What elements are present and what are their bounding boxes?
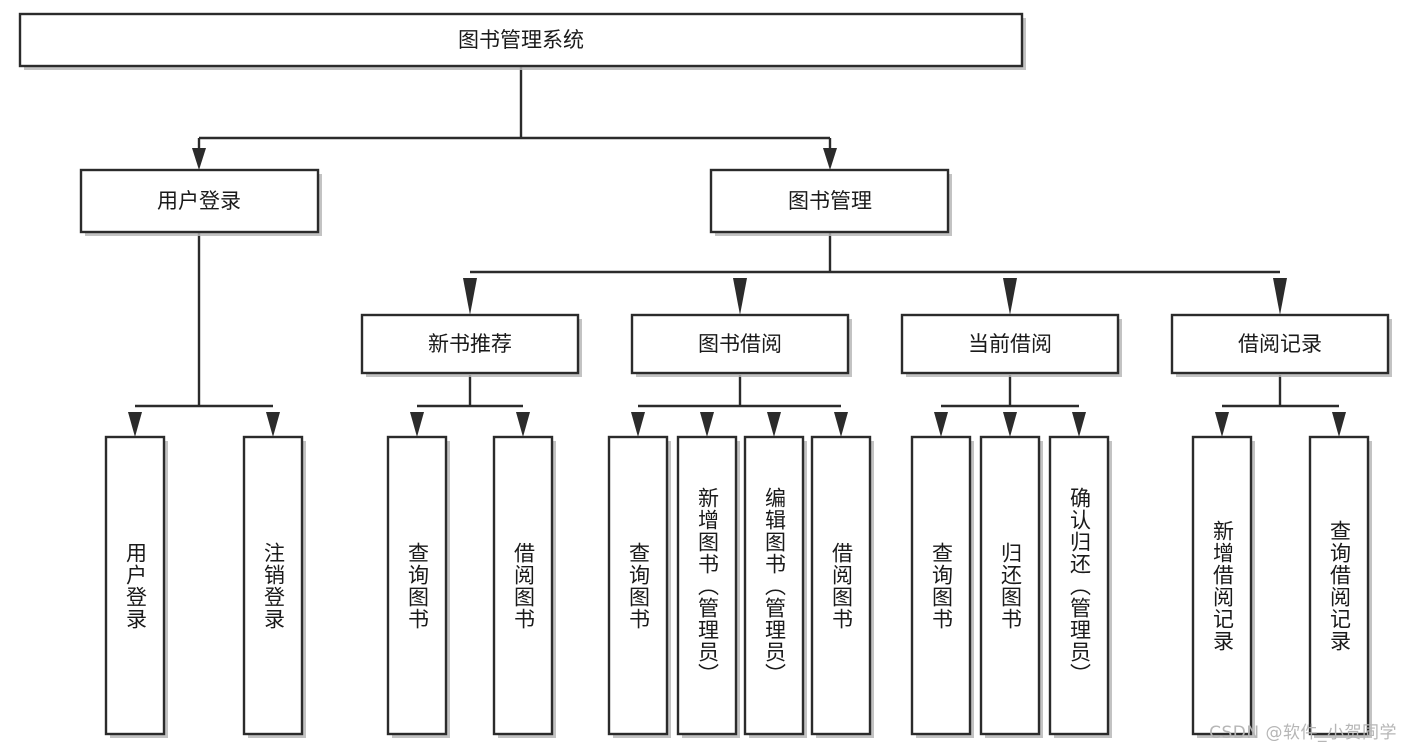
leaf-borrow-book-2-box[interactable] [810, 435, 872, 736]
arrow-book-manage-to-current-borrow [1003, 278, 1017, 315]
node-book-manage-box[interactable] [709, 168, 950, 234]
arrow-root-to-user-login [192, 148, 206, 170]
leaf-query-book-3-box[interactable] [910, 435, 972, 736]
leaf-add-book-box[interactable] [676, 435, 738, 736]
node-user-login-box[interactable] [79, 168, 320, 234]
leaf-query-book-2-box[interactable] [607, 435, 669, 736]
arrow-book-manage-to-borrow-record [1273, 278, 1287, 315]
node-borrow-record-box[interactable] [1170, 313, 1390, 375]
arrow-current-borrow-leaf-3 [1072, 412, 1086, 437]
node-new-book-recommend-label: 新书推荐 [428, 332, 512, 356]
arrow-new-book-leaf-1 [410, 412, 424, 437]
leaf-box-group [104, 435, 1372, 738]
arrow-current-borrow-leaf-2 [1003, 412, 1017, 437]
node-user-login[interactable]: 用户登录 [79, 168, 322, 236]
node-current-borrow-label: 当前借阅 [968, 332, 1052, 356]
arrow-book-borrow-leaf-3 [767, 412, 781, 437]
leaf-borrow-book-1-box[interactable] [492, 435, 554, 736]
arrow-user-login-leaf-1 [128, 412, 142, 437]
leaf-user-logout-box[interactable] [242, 435, 304, 736]
arrow-book-manage-to-new-book [463, 278, 477, 315]
leaf-query-book-1-box[interactable] [386, 435, 448, 736]
node-book-borrow-box[interactable] [630, 313, 850, 375]
leaf-edit-book-box[interactable] [743, 435, 805, 736]
arrow-new-book-leaf-2 [516, 412, 530, 437]
node-book-manage[interactable]: 图书管理 [709, 168, 952, 236]
arrow-user-login-leaf-2 [266, 412, 280, 437]
node-current-borrow[interactable]: 当前借阅 [900, 313, 1122, 377]
node-borrow-record-label: 借阅记录 [1238, 332, 1322, 356]
node-borrow-record[interactable]: 借阅记录 [1170, 313, 1392, 377]
csdn-watermark: CSDN @软件_小贺同学 [1209, 723, 1397, 743]
arrow-book-borrow-leaf-1 [631, 412, 645, 437]
node-user-login-label: 用户登录 [157, 189, 241, 213]
arrow-borrow-record-leaf-2 [1332, 412, 1346, 437]
arrow-current-borrow-leaf-1 [934, 412, 948, 437]
node-book-borrow-label: 图书借阅 [698, 332, 782, 356]
node-root-label: 图书管理系统 [458, 28, 584, 52]
node-root-box[interactable] [18, 12, 1024, 68]
arrow-book-borrow-leaf-2 [700, 412, 714, 437]
leaf-add-record-box[interactable] [1191, 435, 1253, 736]
node-book-manage-label: 图书管理 [788, 189, 872, 213]
connector-group [128, 66, 1346, 437]
leaf-confirm-return-box[interactable] [1048, 435, 1110, 736]
node-root[interactable]: 图书管理系统 [18, 12, 1026, 70]
leaf-return-book-box[interactable] [979, 435, 1041, 736]
node-current-borrow-box[interactable] [900, 313, 1120, 375]
node-new-book-recommend[interactable]: 新书推荐 [360, 313, 582, 377]
arrow-book-manage-to-book-borrow [733, 278, 747, 315]
arrow-borrow-record-leaf-1 [1215, 412, 1229, 437]
node-new-book-recommend-box[interactable] [360, 313, 580, 375]
node-book-borrow[interactable]: 图书借阅 [630, 313, 852, 377]
arrow-root-to-book-manage [823, 148, 837, 170]
leaf-user-login-box[interactable] [104, 435, 166, 736]
arrow-book-borrow-leaf-4 [834, 412, 848, 437]
leaf-query-record-box[interactable] [1308, 435, 1370, 736]
